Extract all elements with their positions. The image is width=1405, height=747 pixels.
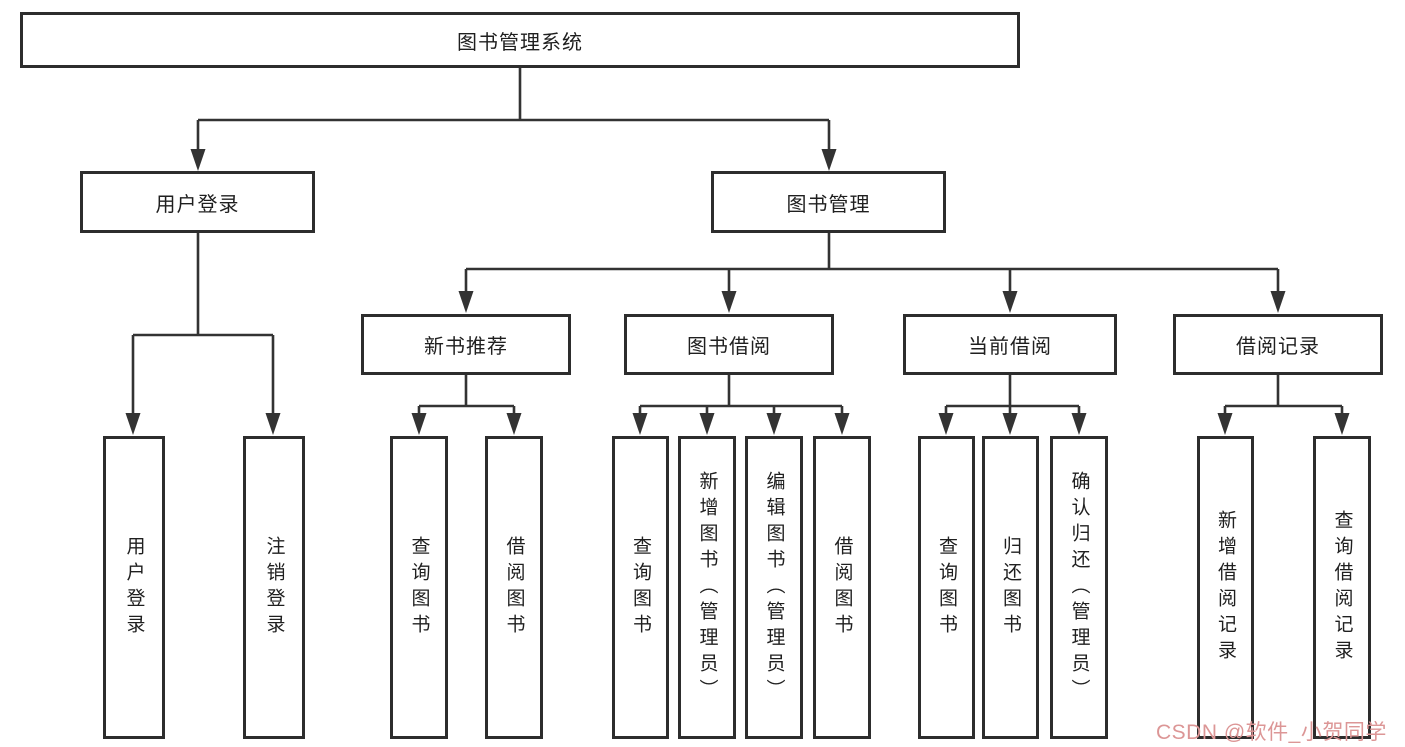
- leaf-br-add-record: 新增借阅记录: [1197, 436, 1254, 739]
- leaf-cb-confirm-return-admin-label: 确认归还（管理员）: [1068, 470, 1090, 705]
- leaf-logout: 注销登录: [243, 436, 305, 739]
- node-new-book-recommend: 新书推荐: [361, 314, 571, 375]
- leaf-nbr-query-books: 查询图书: [390, 436, 448, 739]
- leaf-cb-return-books-label: 归还图书: [1000, 535, 1021, 640]
- leaf-bb-edit-books-admin: 编辑图书（管理员）: [745, 436, 803, 739]
- leaf-bb-query-books-label: 查询图书: [630, 535, 651, 640]
- node-root-label: 图书管理系统: [457, 31, 583, 54]
- node-book-borrow-label: 图书借阅: [687, 336, 771, 358]
- node-borrow-record-label: 借阅记录: [1236, 336, 1320, 358]
- leaf-bb-add-books-admin-label: 新增图书（管理员）: [696, 470, 718, 705]
- node-borrow-record: 借阅记录: [1173, 314, 1383, 375]
- leaf-br-query-record: 查询借阅记录: [1313, 436, 1371, 739]
- node-current-borrow-label: 当前借阅: [968, 336, 1052, 358]
- leaf-nbr-query-books-label: 查询图书: [408, 535, 430, 640]
- leaf-bb-borrow-books-label: 借阅图书: [831, 535, 853, 640]
- leaf-cb-query-books: 查询图书: [918, 436, 975, 739]
- node-user-login: 用户登录: [80, 171, 315, 233]
- leaf-user-login-label: 用户登录: [123, 535, 145, 640]
- node-user-login-label: 用户登录: [155, 193, 240, 216]
- leaf-cb-confirm-return-admin: 确认归还（管理员）: [1050, 436, 1108, 739]
- leaf-bb-borrow-books: 借阅图书: [813, 436, 871, 739]
- leaf-bb-edit-books-admin-label: 编辑图书（管理员）: [763, 470, 785, 705]
- node-new-book-recommend-label: 新书推荐: [424, 336, 508, 358]
- node-book-management: 图书管理: [711, 171, 946, 233]
- leaf-nbr-borrow-books: 借阅图书: [485, 436, 543, 739]
- leaf-cb-return-books: 归还图书: [982, 436, 1039, 739]
- leaf-bb-add-books-admin: 新增图书（管理员）: [678, 436, 736, 739]
- node-root: 图书管理系统: [20, 12, 1020, 68]
- leaf-nbr-borrow-books-label: 借阅图书: [503, 535, 525, 640]
- arrowheads: [125, 149, 1350, 435]
- csdn-watermark: CSDN @软件_小贺同学: [1156, 721, 1387, 744]
- leaf-user-login: 用户登录: [103, 436, 165, 739]
- leaf-cb-query-books-label: 查询图书: [936, 535, 957, 640]
- leaf-logout-label: 注销登录: [263, 535, 285, 640]
- node-book-borrow: 图书借阅: [624, 314, 834, 375]
- leaf-br-query-record-label: 查询借阅记录: [1331, 509, 1353, 666]
- leaf-bb-query-books: 查询图书: [612, 436, 669, 739]
- node-book-management-label: 图书管理: [786, 193, 871, 216]
- leaf-br-add-record-label: 新增借阅记录: [1215, 509, 1236, 666]
- node-current-borrow: 当前借阅: [903, 314, 1117, 375]
